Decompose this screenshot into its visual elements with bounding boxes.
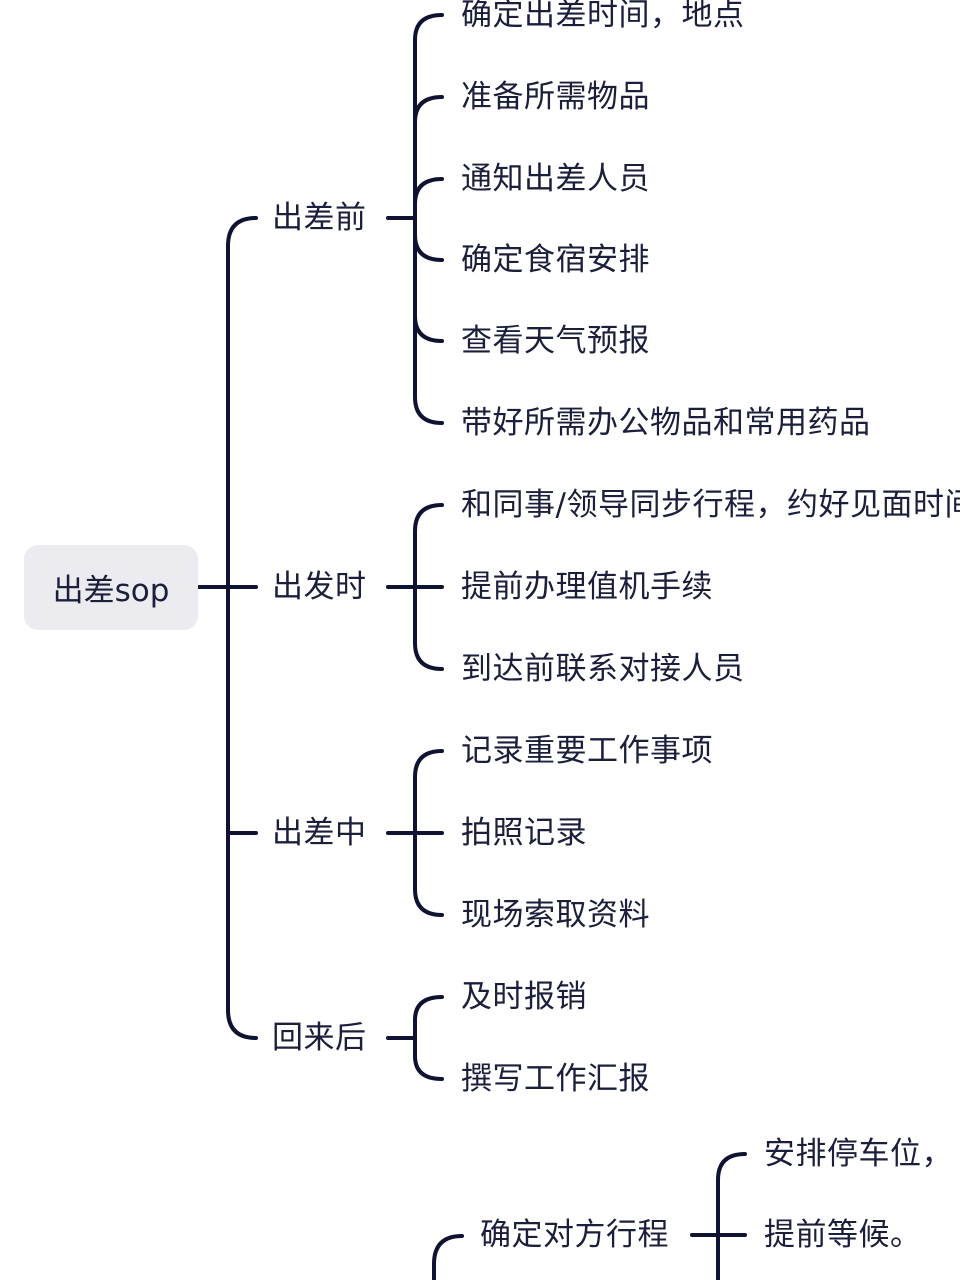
connector-lower-spine — [716, 1152, 747, 1280]
branch-departure[interactable]: 出发时 — [272, 569, 367, 605]
leaf-item[interactable]: 查看天气预报 — [461, 323, 650, 359]
branch-before-trip[interactable]: 出差前 — [272, 200, 367, 236]
leaf-item[interactable]: 准备所需物品 — [461, 79, 650, 115]
connector-branch4-spine — [413, 995, 444, 1081]
connector-level1-spine — [226, 216, 258, 1040]
root-label: 出差sop — [52, 573, 170, 609]
leaf-item[interactable]: 记录重要工作事项 — [461, 733, 713, 769]
connector-branch3-spine — [413, 749, 444, 917]
connector-branch1-item2 — [413, 95, 444, 124]
leaf-item[interactable]: 带好所需办公物品和常用药品 — [461, 405, 871, 441]
leaf-item[interactable]: 和同事/领导同步行程，约好见面时间 — [461, 487, 960, 523]
leaf-item[interactable]: 拍照记录 — [461, 815, 587, 851]
lower-leaf-item[interactable]: 提前等候。 — [764, 1217, 922, 1253]
leaf-item[interactable]: 及时报销 — [461, 979, 587, 1015]
leaf-item[interactable]: 现场索取资料 — [461, 897, 650, 933]
connector-branch1-item3 — [413, 177, 444, 206]
connector-branch1-item4 — [413, 233, 444, 262]
leaf-item[interactable]: 确定出差时间，地点 — [461, 0, 745, 33]
connector-branch1-spine — [413, 13, 444, 425]
connector-branch2-spine — [413, 503, 444, 671]
lower-leaf-item[interactable]: 安排停车位， — [764, 1136, 953, 1172]
leaf-item[interactable]: 通知出差人员 — [461, 161, 650, 197]
leaf-item[interactable]: 提前办理值机手续 — [461, 569, 713, 605]
leaf-item[interactable]: 确定食宿安排 — [461, 242, 650, 278]
lower-branch[interactable]: 确定对方行程 — [480, 1217, 669, 1253]
connector-branch1-item5 — [413, 314, 444, 343]
branch-after-return[interactable]: 回来后 — [272, 1020, 367, 1056]
root-node[interactable]: 出差sop — [24, 545, 198, 630]
connector-lower-left — [432, 1234, 464, 1280]
leaf-item[interactable]: 到达前联系对接人员 — [461, 651, 745, 687]
leaf-item[interactable]: 撰写工作汇报 — [461, 1061, 650, 1097]
branch-during-trip[interactable]: 出差中 — [272, 815, 367, 851]
